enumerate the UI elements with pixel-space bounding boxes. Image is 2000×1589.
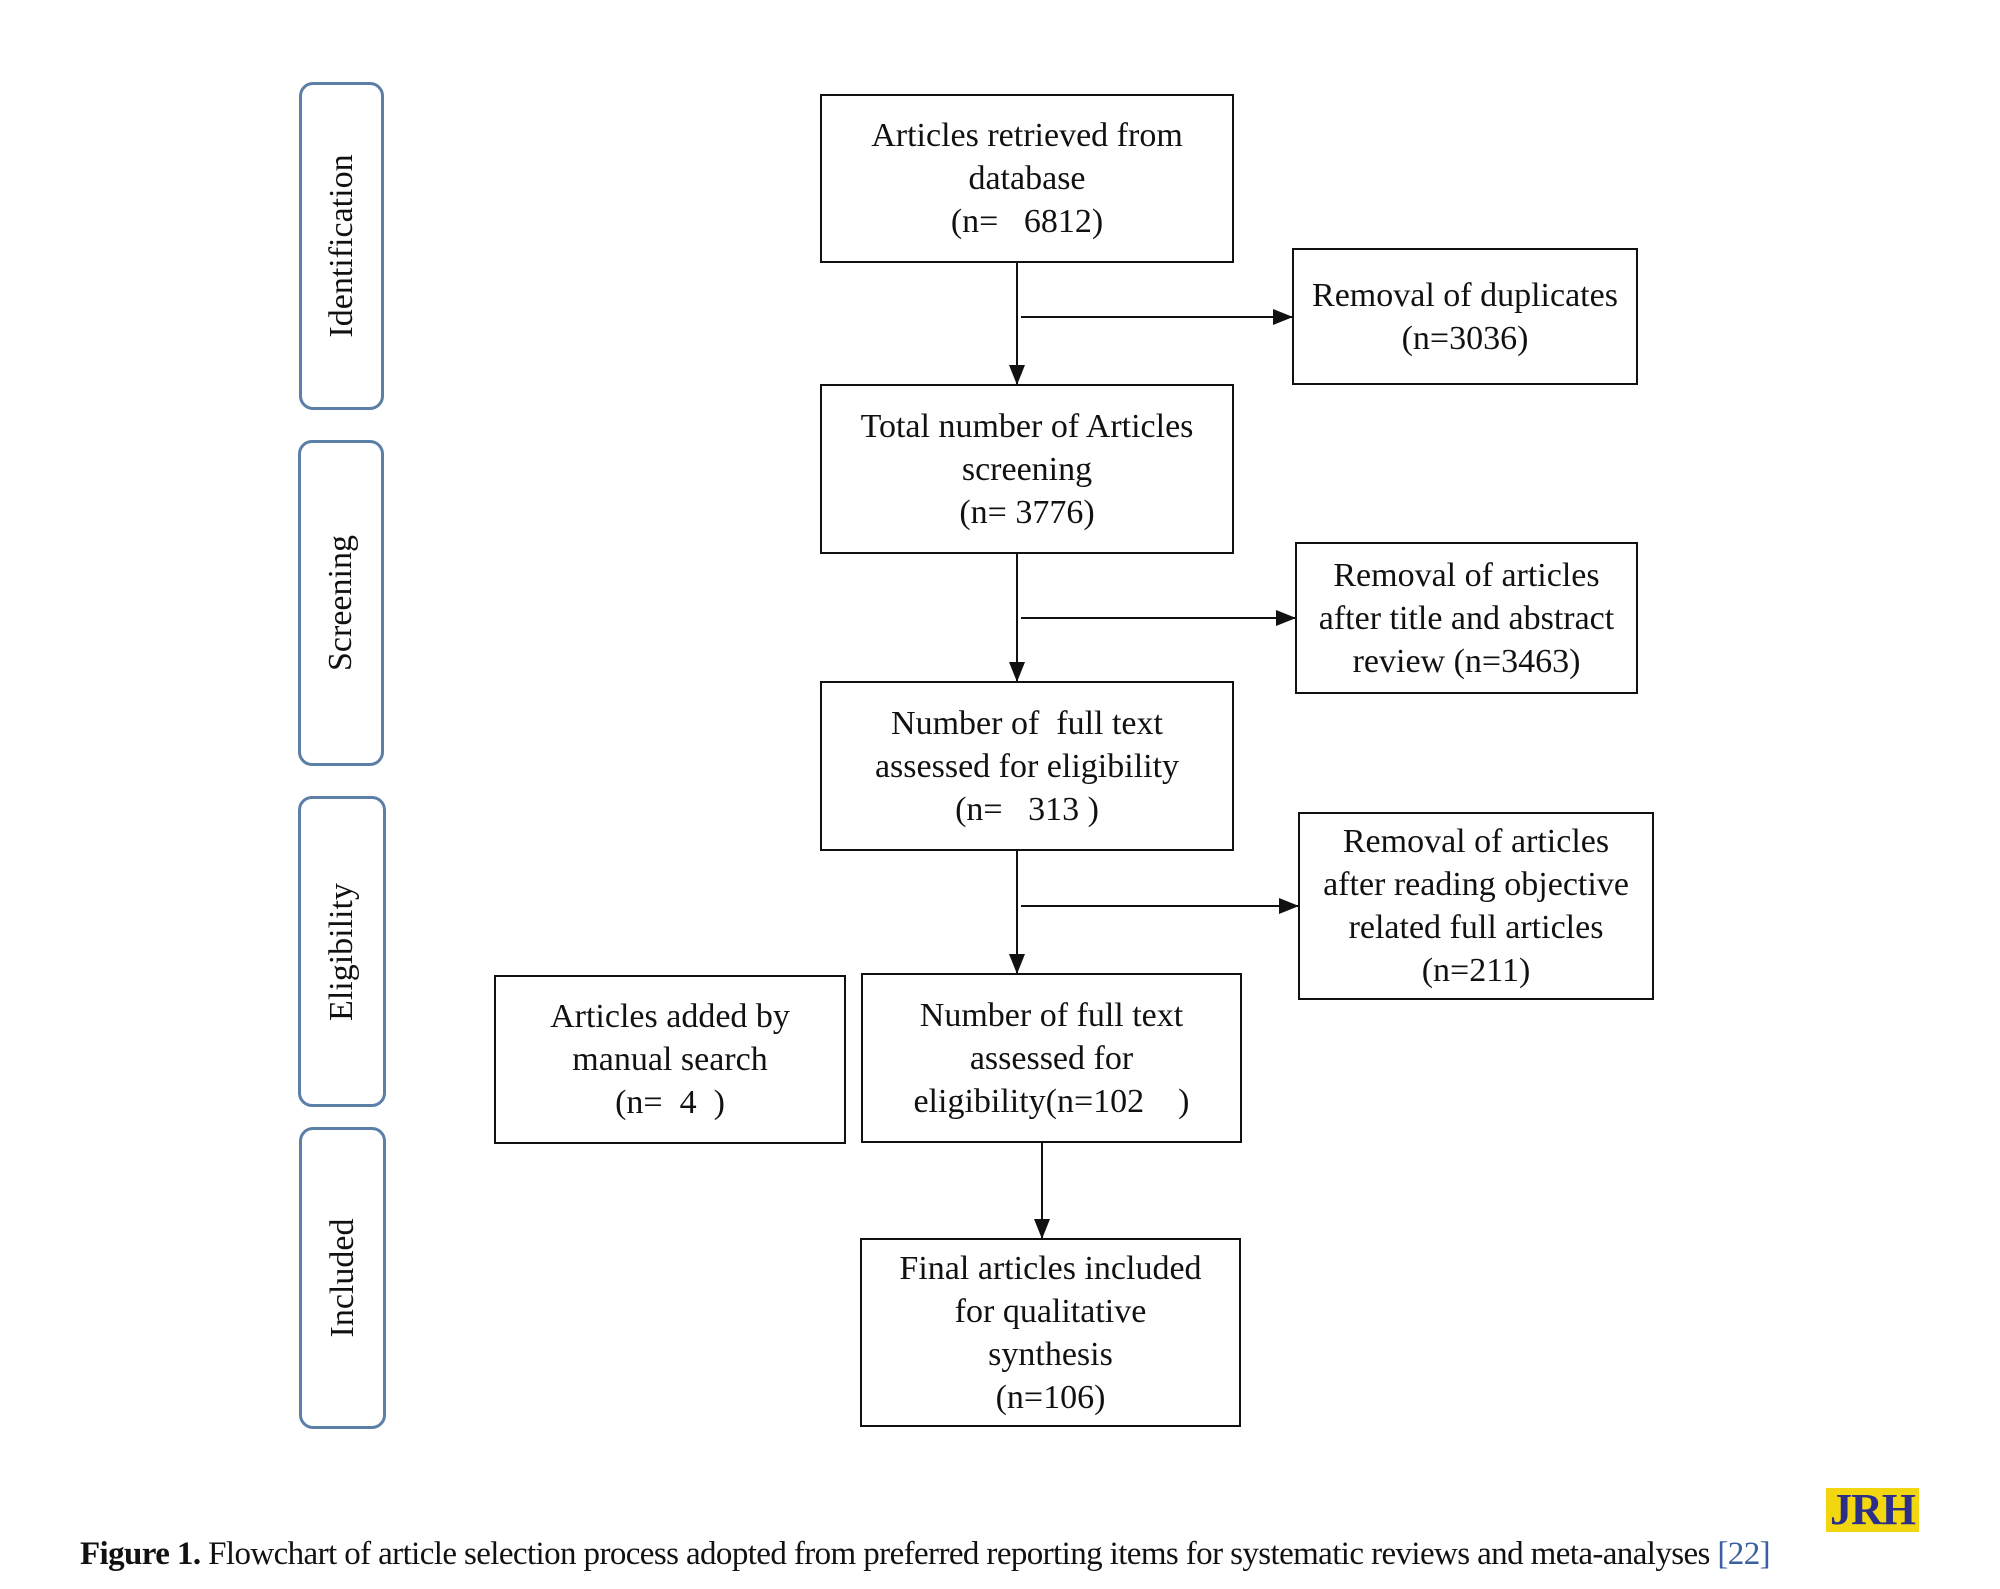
- node-text-line: Removal of duplicates: [1312, 276, 1618, 314]
- stage-identification: Identification: [299, 82, 384, 410]
- node-text-line: database: [968, 160, 1086, 197]
- node-text-line: synthesis: [988, 1335, 1113, 1373]
- node-text-line: Removal of articles: [1333, 556, 1600, 594]
- node-removal-title-abstract: Removal of articles after title and abst…: [1295, 542, 1638, 694]
- node-final-included: Final articles included for qualitative …: [860, 1238, 1241, 1427]
- node-text-line: Number of full text: [919, 996, 1184, 1034]
- node-text-line: for qualitative: [954, 1292, 1147, 1330]
- node-text-line: after reading objective: [1323, 866, 1629, 903]
- node-text-line: (n= 4 ): [615, 1084, 725, 1121]
- node-text-line: manual search: [572, 1041, 768, 1078]
- stage-included: Included: [299, 1127, 386, 1429]
- stage-screening-label: Screening: [322, 535, 359, 671]
- node-text-line: (n= 313 ): [955, 790, 1099, 828]
- node-text-line: Total number of Articles: [860, 407, 1194, 445]
- journal-logo: JRH: [1826, 1488, 1919, 1532]
- stage-included-label: Included: [323, 1218, 361, 1338]
- node-text-line: eligibility(n=102 ): [913, 1082, 1190, 1120]
- node-text-line: review (n=3463): [1352, 642, 1581, 680]
- node-text-line: (n=3036): [1401, 319, 1529, 357]
- figure-caption-text: Flowchart of article selection process a…: [200, 1536, 1718, 1572]
- node-text-line: Number of full text: [891, 704, 1163, 742]
- stage-screening: Screening: [298, 440, 384, 766]
- stage-eligibility: Eligibility: [298, 796, 386, 1107]
- figure-label: Figure 1.: [80, 1536, 201, 1572]
- node-text-line: assessed for eligibility: [874, 747, 1180, 785]
- node-text-line: (n=106): [995, 1378, 1106, 1416]
- node-removal-objective: Removal of articles after reading object…: [1298, 812, 1654, 1000]
- node-text-line: related full articles: [1348, 909, 1604, 946]
- figure-caption: Figure 1. Flowchart of article selection…: [80, 1536, 1940, 1573]
- node-text-line: Final articles included: [899, 1249, 1202, 1287]
- node-text-line: (n=211): [1421, 952, 1531, 989]
- stage-identification-label: Identification: [322, 154, 360, 338]
- node-text-line: after title and abstract: [1318, 599, 1615, 637]
- reference-link[interactable]: [22]: [1717, 1536, 1770, 1572]
- node-manual-search: Articles added by manual search (n= 4 ): [494, 975, 846, 1144]
- node-text-line: Articles retrieved from: [871, 117, 1183, 154]
- node-fulltext-assessed-102: Number of full text assessed for eligibi…: [861, 973, 1242, 1143]
- journal-logo-text: JRH: [1830, 1485, 1916, 1534]
- node-text-line: assessed for: [969, 1039, 1134, 1077]
- node-text-line: screening: [961, 450, 1093, 488]
- node-text-line: Articles added by: [550, 998, 790, 1035]
- node-fulltext-assessed-313: Number of full text assessed for eligibi…: [820, 681, 1234, 851]
- node-removal-duplicates: Removal of duplicates (n=3036): [1292, 248, 1638, 385]
- stage-eligibility-label: Eligibility: [323, 882, 360, 1021]
- node-text-line: (n= 3776): [959, 493, 1095, 531]
- node-text-line: Removal of articles: [1342, 823, 1610, 860]
- node-text-line: (n= 6812): [950, 203, 1104, 240]
- node-total-screening: Total number of Articles screening (n= 3…: [820, 384, 1234, 554]
- node-articles-retrieved: Articles retrieved from database (n= 681…: [820, 94, 1234, 263]
